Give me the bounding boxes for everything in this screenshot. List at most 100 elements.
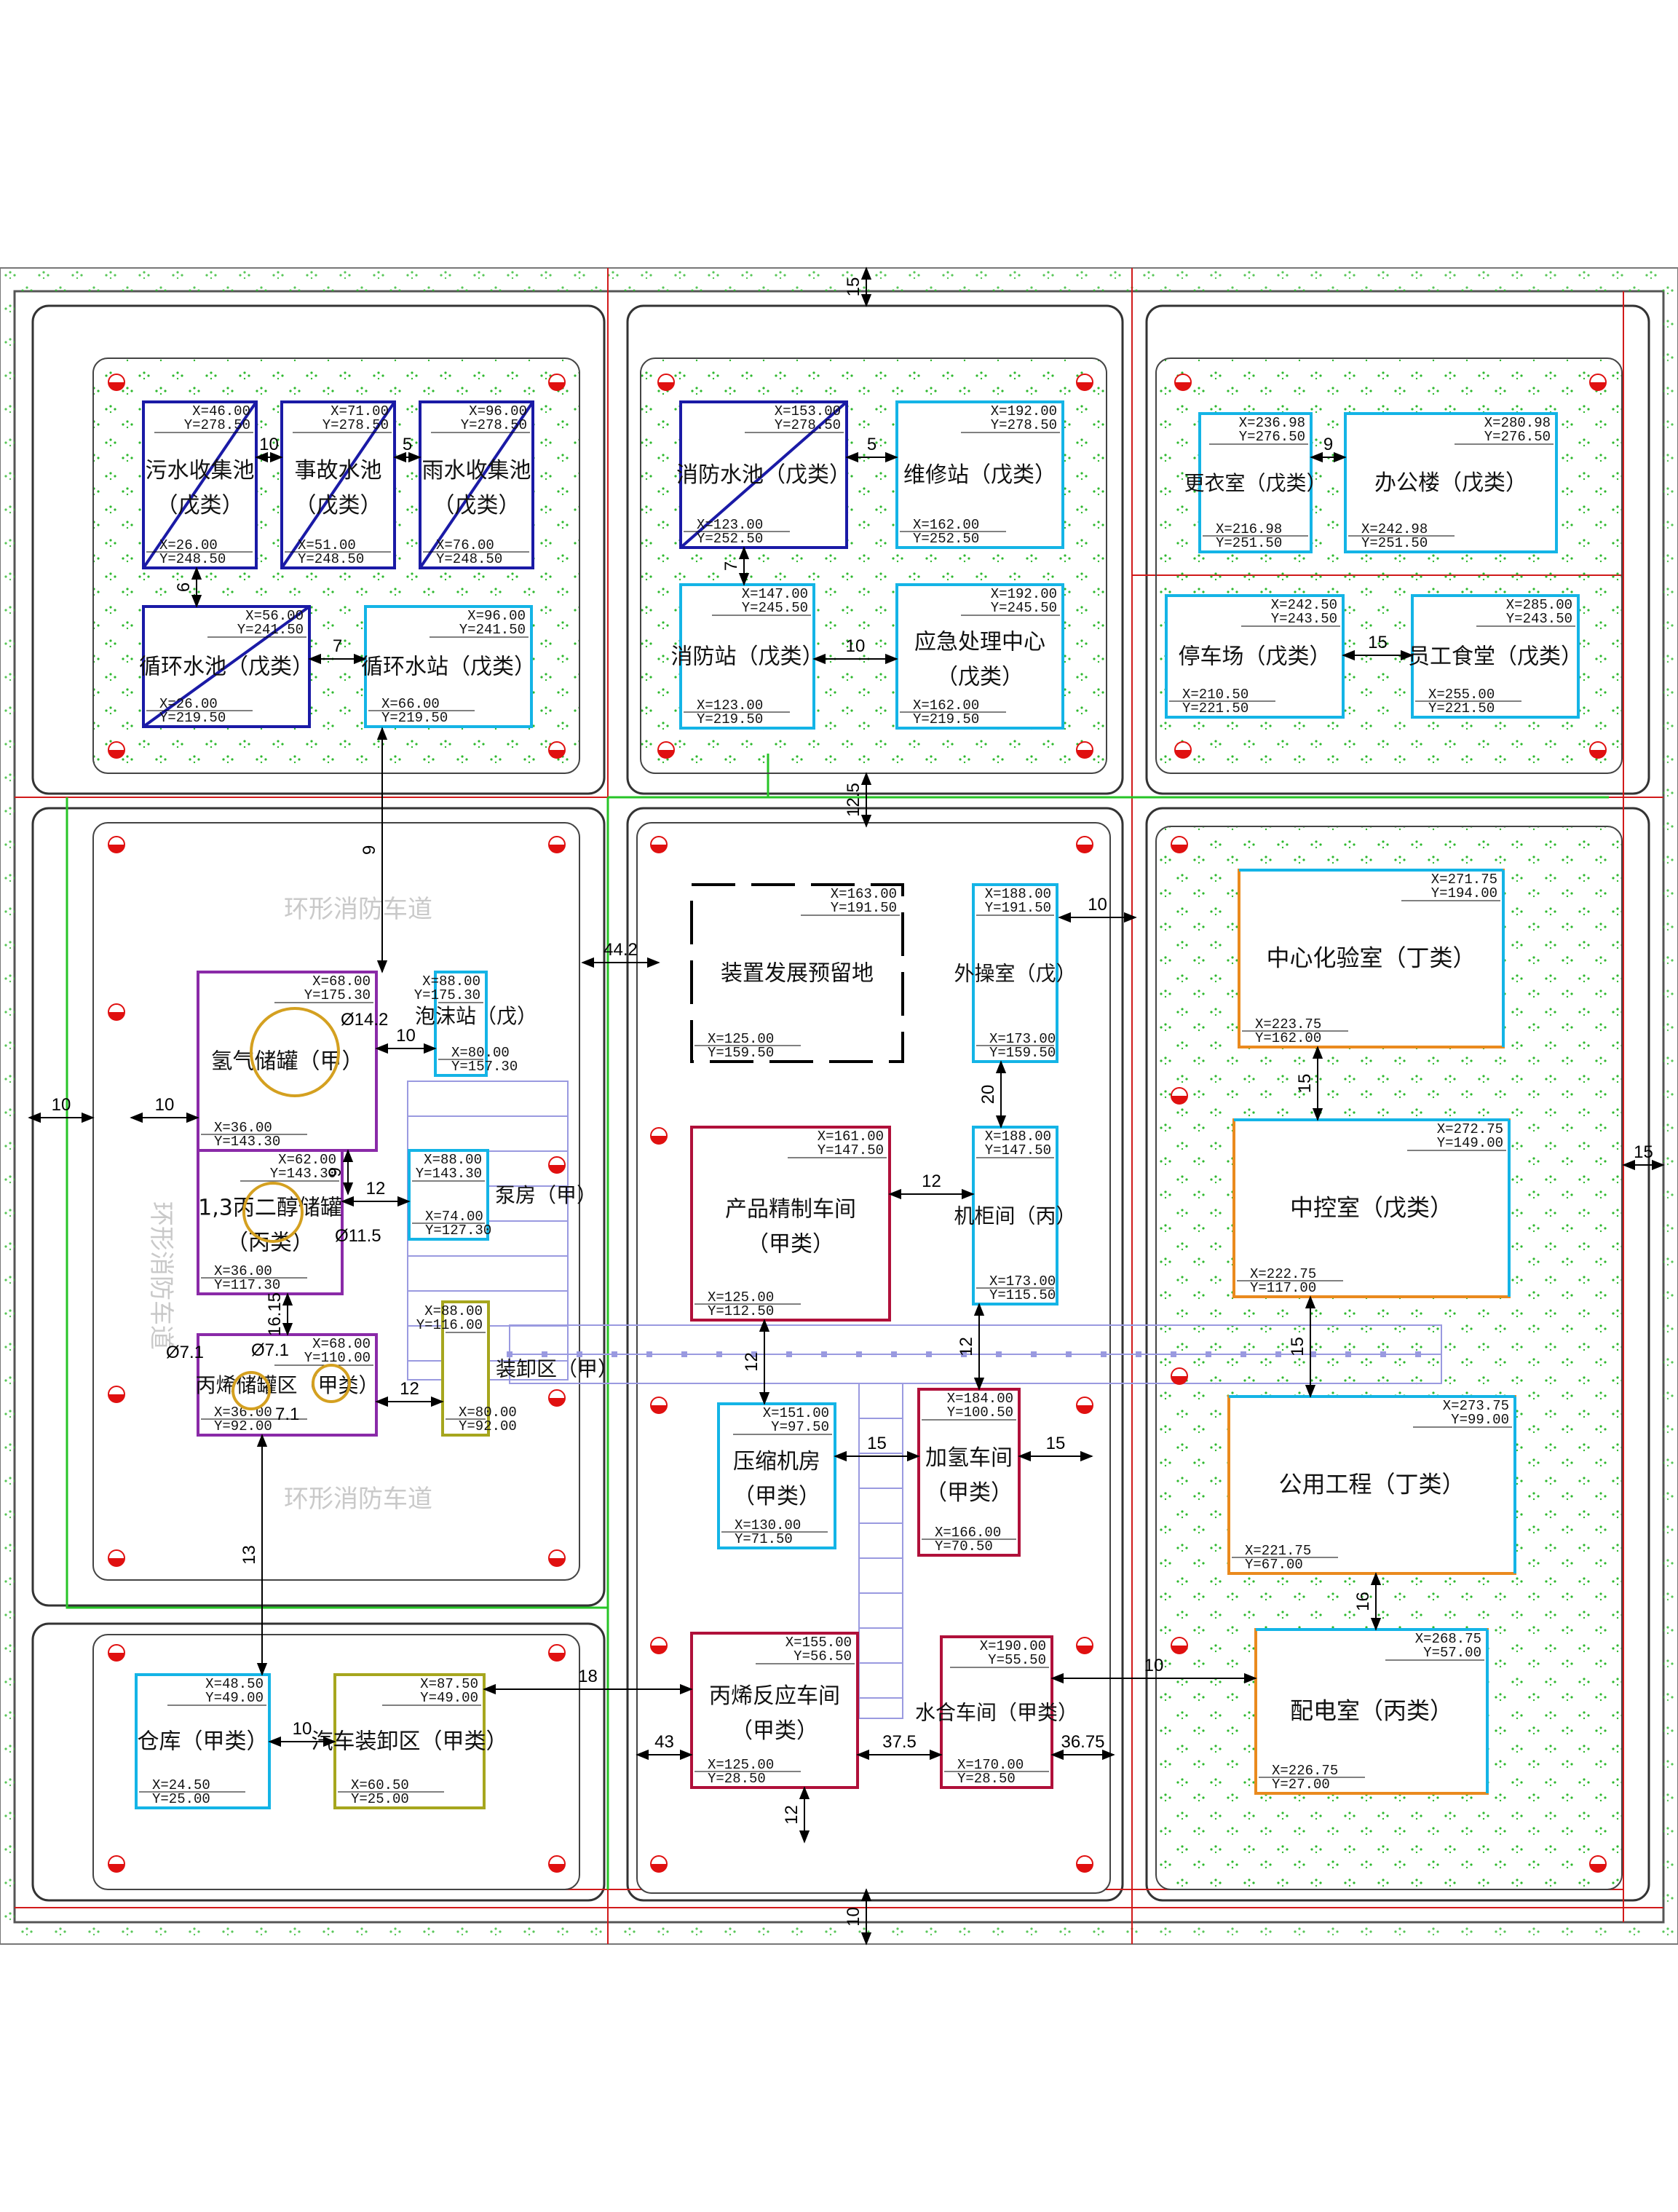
fire-hydrant-icon	[108, 1003, 125, 1021]
building-yingji[interactable]: X=192.00Y=245.50X=162.00Y=219.50应急处理中心（戊…	[895, 583, 1064, 730]
coord-bottom-y: Y=28.50	[708, 1771, 766, 1787]
building-name: 装卸区（甲）	[496, 1357, 618, 1381]
building-name: 应急处理中心	[914, 630, 1045, 655]
fire-hydrant-icon	[1171, 1367, 1188, 1385]
dimension-label: 9	[360, 845, 379, 855]
building-outline	[690, 883, 904, 1063]
dimension-label: 12	[782, 1805, 802, 1825]
dimension-label: 10	[1088, 895, 1107, 915]
coord-bottom-x: X=36.00	[214, 1263, 272, 1279]
building-name: 泡沫站（戊）	[415, 1004, 537, 1028]
coord-bottom-x: X=173.00	[989, 1273, 1056, 1289]
coord-top-y: Y=278.50	[775, 417, 841, 433]
coord-bottom-y: Y=143.30	[214, 1134, 280, 1150]
fire-hydrant-icon	[548, 1156, 566, 1174]
dimension-label: 12	[957, 1337, 976, 1356]
dimension-label: 20	[978, 1085, 998, 1105]
coord-bottom-y: Y=25.00	[152, 1791, 210, 1807]
building-name: 水合车间（甲类）	[915, 1701, 1078, 1725]
fire-hydrant-icon	[548, 836, 566, 853]
dimension-label: 15	[1368, 633, 1388, 652]
dimension-label: 37.5	[882, 1732, 917, 1752]
coord-top-x: X=88.00	[422, 973, 480, 990]
dimension-label: 16.15	[265, 1292, 285, 1336]
coord-top-y: Y=243.50	[1271, 611, 1337, 627]
coord-top-y: Y=100.50	[947, 1405, 1013, 1421]
coord-top-x: X=155.00	[785, 1635, 852, 1651]
coord-bottom-y: Y=159.50	[989, 1045, 1056, 1061]
building-outline	[1238, 869, 1505, 1048]
coord-top-y: Y=97.50	[771, 1419, 829, 1435]
dimension-label: 7	[333, 636, 342, 656]
coord-bottom-y: Y=27.00	[1272, 1777, 1330, 1793]
building-class: （戊类）	[295, 493, 382, 518]
coord-bottom-x: X=51.00	[298, 537, 356, 553]
coord-bottom-y: Y=25.00	[351, 1791, 409, 1807]
coord-bottom-y: Y=115.50	[989, 1287, 1056, 1303]
building-class: （甲类）	[733, 1484, 820, 1509]
building-name: 中控室（戊类）	[1290, 1194, 1453, 1222]
building-outline	[197, 971, 378, 1152]
tank-diameter: 7.1	[275, 1405, 299, 1424]
coord-top-y: Y=276.50	[1484, 429, 1551, 445]
dimension-label: 10	[396, 1026, 416, 1046]
building-name: 消防水池（戊类）	[676, 462, 851, 488]
coord-top-x: X=163.00	[831, 886, 897, 902]
fire-hydrant-icon	[1589, 1855, 1607, 1873]
coord-bottom-y: Y=127.30	[425, 1222, 491, 1239]
dimension-label: 15	[1295, 1074, 1315, 1094]
building-outline	[940, 1635, 1053, 1789]
building-jinghzhi[interactable]: X=161.00Y=147.50X=125.00Y=112.50产品精制车间（甲…	[690, 1126, 891, 1322]
coord-bottom-y: Y=28.50	[957, 1771, 1016, 1787]
fire-hydrant-icon	[1589, 741, 1607, 759]
building-class: （戊类）	[433, 493, 521, 518]
building-name: 压缩机房	[733, 1449, 820, 1474]
tank-circle-icon	[312, 1364, 351, 1403]
coord-top-y: Y=245.50	[991, 600, 1057, 616]
dimension-label: 43	[654, 1732, 674, 1752]
building-huayan[interactable]: X=271.75Y=194.00X=223.75Y=162.00中心化验室（丁类…	[1238, 869, 1505, 1048]
coord-bottom-y: Y=221.50	[1182, 700, 1248, 716]
building-bingerchun[interactable]: X=62.00Y=143.30X=36.00Y=117.301,3丙二醇储罐（丙…	[197, 1149, 344, 1295]
tank-diameter: Ø7.1	[251, 1340, 289, 1360]
coord-top-x: X=188.00	[985, 886, 1051, 902]
coord-top-y: Y=278.50	[184, 417, 250, 433]
coord-top-x: X=271.75	[1431, 872, 1497, 888]
tank-circle-icon	[231, 1371, 271, 1410]
building-outline	[679, 583, 815, 730]
dimension-label: 44.2	[603, 940, 638, 960]
pipe-rack	[407, 1081, 1442, 1719]
coord-bottom-y: Y=70.50	[935, 1538, 993, 1555]
building-outline	[690, 1632, 859, 1789]
coord-bottom-y: Y=219.50	[381, 710, 448, 726]
building-name: 仓库（甲类）	[138, 1729, 269, 1755]
